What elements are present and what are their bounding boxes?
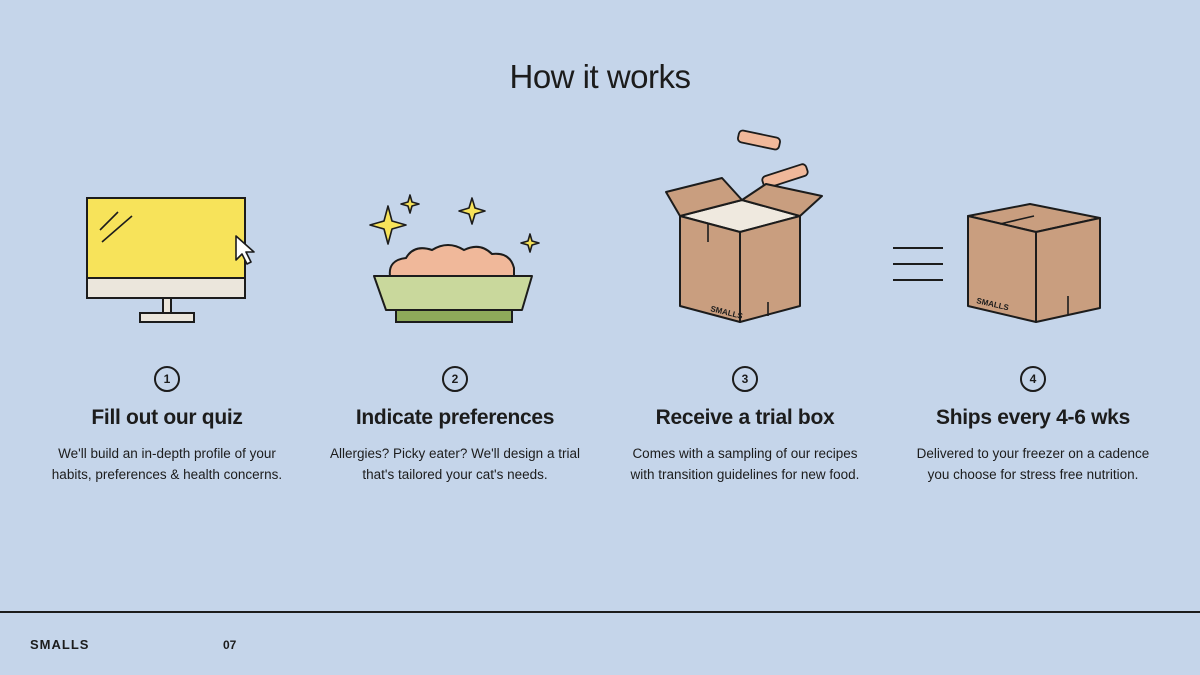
step-description: Comes with a sampling of our recipes wit…: [630, 446, 860, 482]
step-heading: Fill out our quiz: [91, 406, 243, 429]
step-description: We'll build an in-depth profile of your …: [51, 446, 283, 482]
step-description: Allergies? Picky eater? We'll design a t…: [330, 446, 580, 482]
step-4: SMALLS 4 Ships every 4-6 wks Delivered t…: [888, 0, 1178, 600]
shipping-box-icon: SMALLS: [888, 120, 1178, 340]
step-number-badge: 1: [154, 366, 180, 392]
step-number-badge: 4: [1020, 366, 1046, 392]
step-description: Delivered to your freezer on a cadence y…: [916, 446, 1150, 482]
step-heading: Receive a trial box: [655, 406, 835, 429]
footer-divider: [0, 611, 1200, 613]
step-number-badge: 3: [732, 366, 758, 392]
computer-monitor-icon: [22, 120, 312, 340]
step-2: 2 Indicate preferences Allergies? Picky …: [310, 0, 600, 600]
step-heading: Ships every 4-6 wks: [936, 406, 1130, 429]
open-box-icon: SMALLS: [600, 120, 890, 340]
page-title: How it works: [509, 58, 691, 95]
step-number-badge: 2: [442, 366, 468, 392]
food-bowl-icon: [310, 120, 600, 340]
footer-brand: SMALLS: [30, 637, 90, 652]
step-1: 1 Fill out our quiz We'll build an in-de…: [22, 0, 312, 600]
page-number: 07: [223, 638, 237, 652]
step-heading: Indicate preferences: [355, 406, 555, 429]
step-3: SMALLS 3 Receive a trial box Comes with …: [600, 0, 890, 600]
